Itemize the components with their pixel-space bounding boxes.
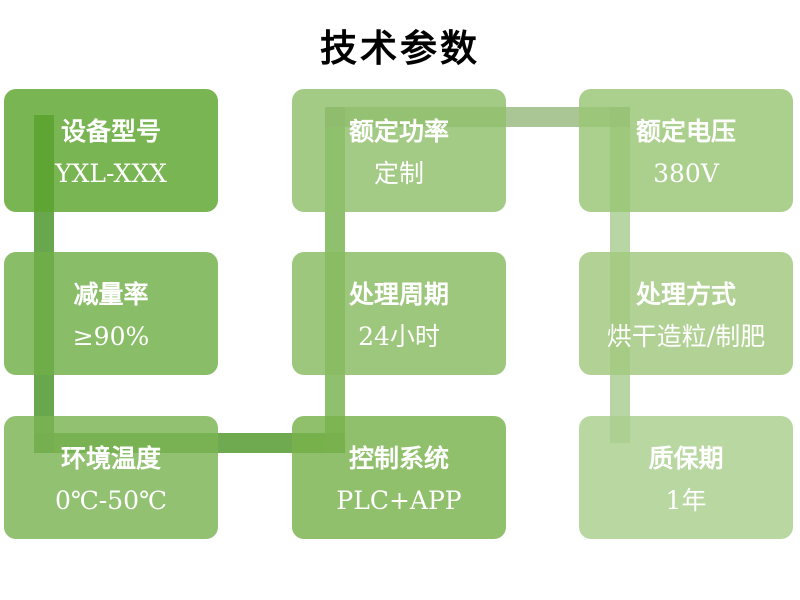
box-device-model: 设备型号 YXL-XXX [4,89,218,212]
spec-value: 1年 [665,485,707,515]
spec-value: 0℃-50℃ [54,485,168,515]
spec-value: ≥90% [72,321,150,351]
slide-title: 技术参数 [320,26,480,70]
box-warranty-period: 质保期 1年 [579,416,793,539]
box-ambient-temperature: 环境温度 0℃-50℃ [4,416,218,539]
spec-label: 额定电压 [635,116,736,146]
spec-value: 烘干造粒/制肥 [606,321,766,351]
spec-label: 质保期 [648,443,724,473]
spec-value: YXL-XXX [55,158,167,188]
box-control-system: 控制系统 PLC+APP [292,416,506,539]
box-processing-method: 处理方式 烘干造粒/制肥 [579,252,793,375]
spec-label: 额定功率 [348,116,449,146]
spec-value: 24小时 [358,321,440,351]
box-rated-voltage: 额定电压 380V [579,89,793,212]
spec-label: 处理方式 [635,279,736,309]
spec-label: 控制系统 [348,443,449,473]
spec-label: 减量率 [73,279,149,309]
box-rated-power: 额定功率 定制 [292,89,506,212]
spec-value: PLC+APP [336,485,462,515]
spec-label: 设备型号 [60,116,161,146]
spec-value: 380V [653,158,719,188]
spec-value: 定制 [373,158,424,188]
box-reduction-rate: 减量率 ≥90% [4,252,218,375]
spec-label: 处理周期 [348,279,449,309]
box-processing-cycle: 处理周期 24小时 [292,252,506,375]
spec-label: 环境温度 [60,443,161,473]
